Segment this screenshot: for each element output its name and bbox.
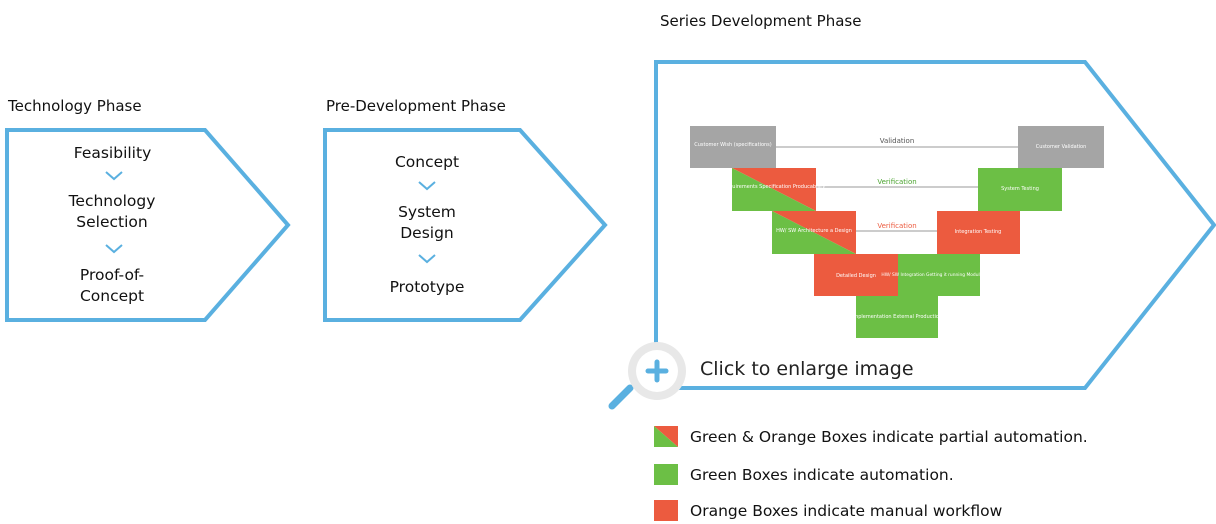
chevron-down-icon — [418, 181, 436, 191]
green-swatch-icon — [654, 464, 678, 485]
legend-item-orange: Orange Boxes indicate manual workflow — [654, 500, 1002, 521]
pre-development-phase-chevron — [323, 128, 608, 322]
vmodel-requirements-green — [732, 168, 816, 211]
pre-development-phase-title: Pre-Development Phase — [326, 97, 506, 115]
vmodel-customer-wish-box — [690, 126, 776, 168]
vmodel-customer-wish-label: Customer Wish (specifications) — [694, 142, 772, 148]
vmodel-detailed-design-label: Detailed Design — [836, 273, 876, 279]
chevron-down-icon — [105, 171, 123, 181]
vmodel-integration-testing-label: Integration Testing — [955, 229, 1002, 235]
v-model-thumbnail[interactable]: Customer Wish (specifications) Customer … — [688, 122, 1108, 342]
vmodel-detailed-design-box — [814, 254, 898, 296]
vmodel-architecture-label: HW/ SW Architecture a Design — [776, 228, 852, 234]
magnify-plus-icon[interactable] — [604, 340, 694, 412]
series-development-phase-title: Series Development Phase — [660, 12, 862, 30]
vmodel-system-testing-label: System Testing — [1001, 186, 1039, 192]
legend-text-orange: Orange Boxes indicate manual workflow — [690, 501, 1003, 520]
legend-item-partial: Green & Orange Boxes indicate partial au… — [654, 426, 1088, 447]
vmodel-verification-label-2: Verification — [877, 222, 916, 230]
vmodel-implementation-box — [856, 296, 938, 338]
orange-swatch-icon — [654, 500, 678, 521]
vmodel-customer-validation-box — [1018, 126, 1104, 168]
chevron-down-icon — [105, 244, 123, 254]
enlarge-image-link[interactable]: Click to enlarge image — [700, 358, 914, 380]
vmodel-system-testing-box — [978, 168, 1062, 211]
vmodel-verification-label-1: Verification — [877, 178, 916, 186]
step-system-design: System Design — [398, 203, 456, 242]
step-technology-selection: Technology Selection — [68, 192, 156, 231]
vmodel-hw-sw-integration-label: HW/ SW Integration Getting it running Mo… — [881, 272, 996, 278]
vmodel-architecture-green — [772, 211, 856, 254]
vmodel-hw-sw-integration-box — [898, 254, 980, 296]
vmodel-customer-validation-label: Customer Validation — [1036, 144, 1087, 150]
series-development-phase-chevron — [654, 60, 1216, 390]
step-concept: Concept — [394, 153, 460, 171]
vmodel-integration-testing-box — [937, 211, 1020, 254]
vmodel-implementation-label: Implementation External Production — [852, 314, 942, 320]
step-proof-of-concept: Proof-of-Concept — [79, 266, 145, 305]
legend-text-partial: Green & Orange Boxes indicate partial au… — [690, 427, 1088, 446]
technology-phase-title: Technology Phase — [8, 97, 142, 115]
step-feasibility: Feasibility — [73, 144, 152, 162]
chevron-down-icon — [418, 254, 436, 264]
vmodel-validation-label: Validation — [880, 137, 915, 145]
vmodel-requirements-label: Requirements Specification Producability — [723, 184, 825, 190]
technology-phase-chevron — [5, 128, 291, 322]
legend-item-green: Green Boxes indicate automation. — [654, 464, 954, 485]
legend-text-green: Green Boxes indicate automation. — [690, 465, 954, 484]
partial-automation-swatch-icon — [654, 426, 678, 447]
step-prototype: Prototype — [389, 278, 465, 296]
